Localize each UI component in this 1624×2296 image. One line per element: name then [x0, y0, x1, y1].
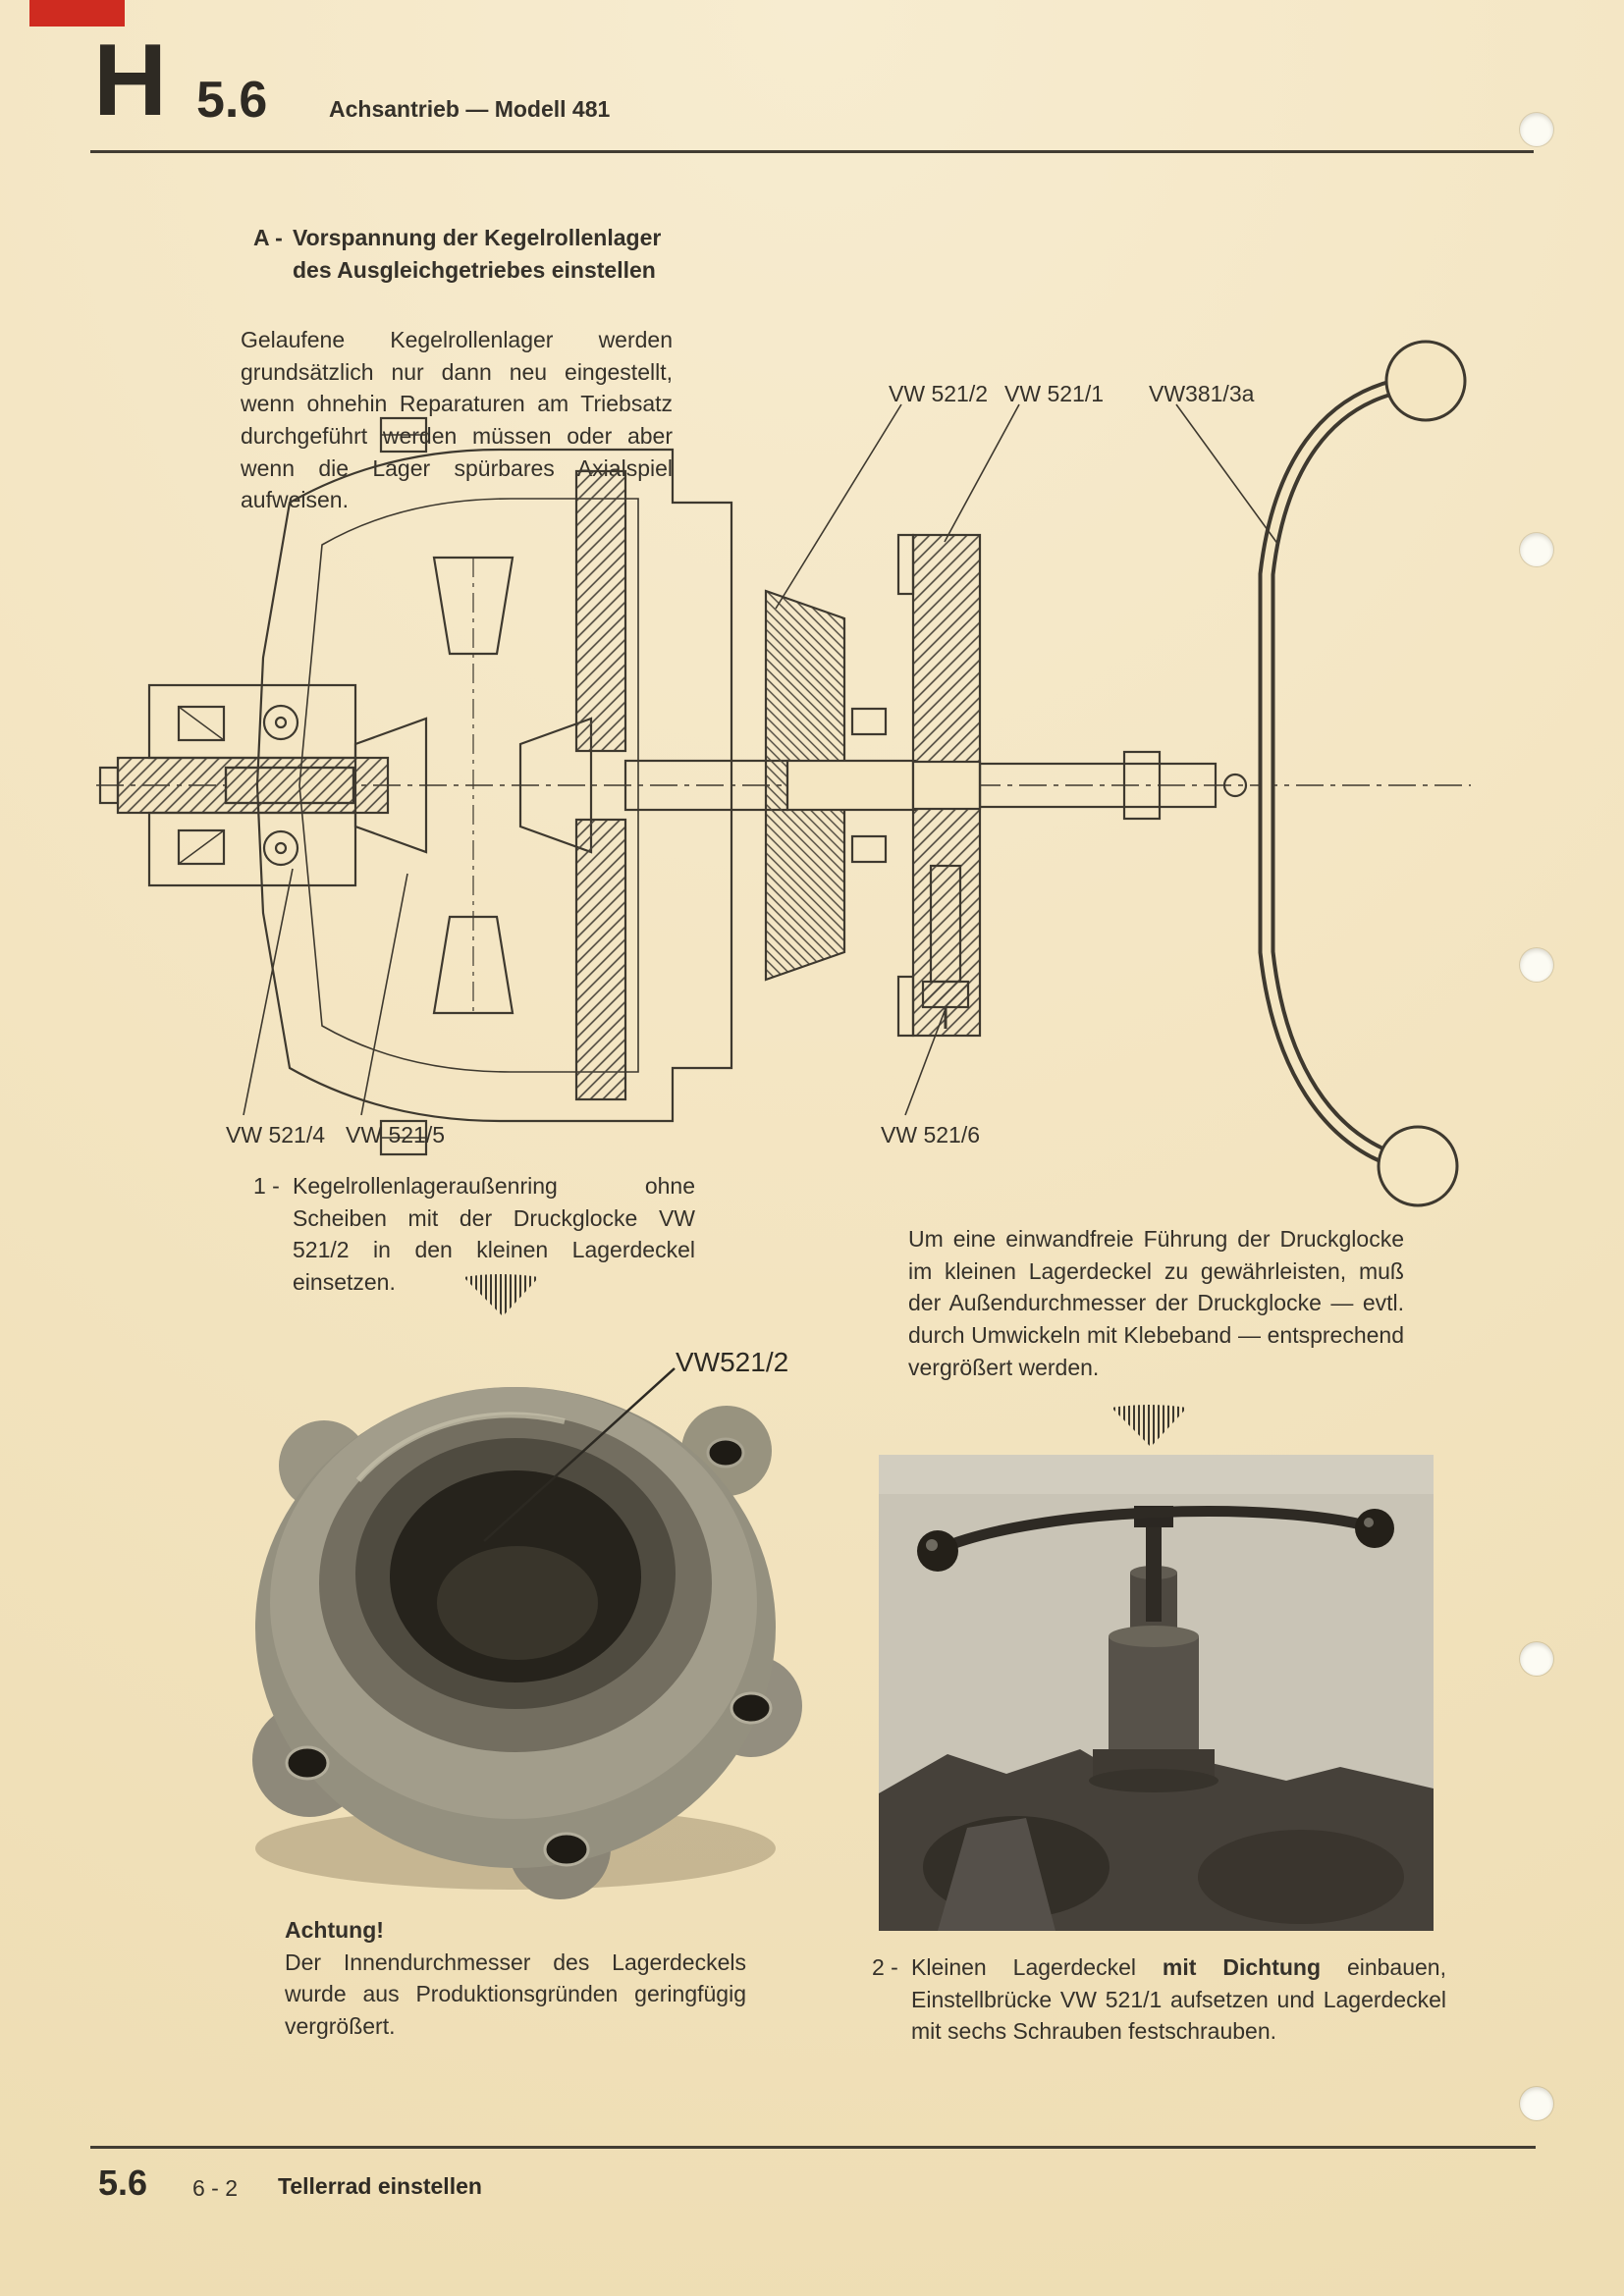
- caution-title: Achtung!: [285, 1917, 384, 1943]
- diagram-label-vw521-4: VW 521/4: [226, 1122, 325, 1148]
- punch-hole: [1520, 533, 1553, 566]
- intro-paragraph: Gelaufene Kegelrollenlager werden grunds…: [241, 327, 673, 513]
- punch-hole: [1520, 1642, 1553, 1676]
- footer-rule: [90, 2146, 1536, 2149]
- chapter-letter: H: [93, 24, 170, 137]
- diagram-label-vw521-2: VW 521/2: [889, 381, 988, 406]
- step-1: 1 - Kegelrollenlageraußenring ohne Schei…: [253, 1170, 705, 1299]
- down-arrow-icon: [1111, 1405, 1187, 1447]
- step-2-text-post: einbauen, Einstellbrücke VW 521/1 aufset…: [911, 1954, 1446, 2045]
- punch-hole: [1520, 948, 1553, 982]
- step-2-number: 2 -: [872, 1954, 898, 1980]
- down-arrow-icon: [463, 1274, 539, 1316]
- technical-drawing: [96, 340, 1471, 1207]
- header-rule: [90, 150, 1534, 153]
- photo-bearing-cover: [252, 1367, 802, 1899]
- page-title: Achsantrieb — Modell 481: [329, 96, 611, 122]
- caution-body: Der Innendurchmesser des Lagerdeckels wu…: [285, 1949, 746, 2039]
- diagram-label-vw521-6: VW 521/6: [881, 1122, 980, 1148]
- section-letter: A -: [253, 225, 283, 250]
- caution-block: Achtung! Der Innendurchmesser des Lagerd…: [285, 1914, 746, 2043]
- step-2-text: Kleinen Lagerdeckel mit Dichtung einbaue…: [911, 1951, 1446, 2048]
- step-2: 2 - Kleinen Lagerdeckel mit Dichtung ein…: [872, 1951, 1446, 2048]
- chapter-number: 5.6: [196, 72, 268, 129]
- photo-1-part-label: VW521/2: [676, 1347, 789, 1377]
- footer-title: Tellerrad einstellen: [278, 2173, 482, 2199]
- step-2-text-pre: Kleinen Lagerdeckel: [911, 1954, 1163, 1980]
- diagram-label-vw521-1: VW 521/1: [1004, 381, 1104, 406]
- step-2-text-bold: mit Dichtung: [1162, 1954, 1322, 1980]
- footer-chapter: 5.6: [98, 2163, 148, 2203]
- punch-hole: [1520, 2087, 1553, 2120]
- section-title: Vorspannung der Kegelrollenlager des Aus…: [293, 225, 662, 283]
- footer-page-number: 6 - 2: [192, 2175, 239, 2201]
- step-1-number: 1 -: [253, 1173, 280, 1199]
- section-heading: A - Vorspannung der Kegelrollenlager des…: [253, 222, 725, 286]
- step-1-text: Kegelrollenlageraußenring ohne Scheiben …: [293, 1173, 695, 1295]
- right-paragraph: Um eine einwandfreie Führung der Druckgl…: [908, 1226, 1404, 1380]
- diagram-label-vw521-5: VW 521/5: [346, 1122, 445, 1148]
- punch-hole: [1520, 113, 1553, 146]
- red-index-tab: [29, 0, 125, 27]
- diagram-label-vw381-3a: VW381/3a: [1149, 381, 1255, 406]
- photo-adjusting-bridge: [879, 1455, 1434, 1931]
